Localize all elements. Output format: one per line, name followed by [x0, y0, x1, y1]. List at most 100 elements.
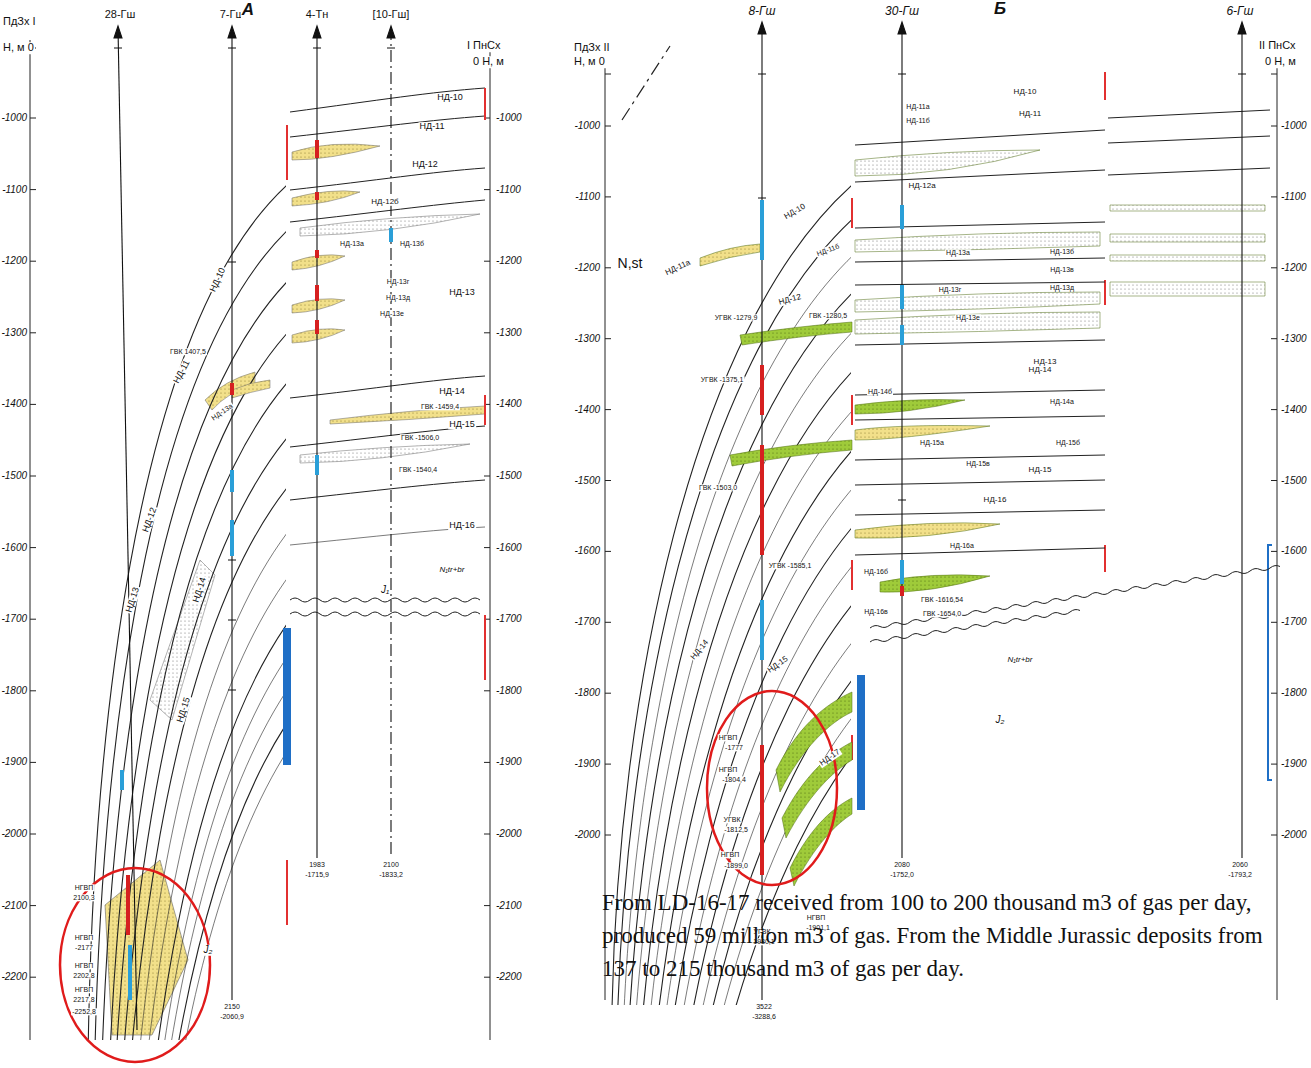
map-label: УГВК -1279,9: [714, 314, 759, 321]
map-label: 0 Н, м: [1264, 56, 1297, 68]
map-label: -1833,2: [378, 871, 404, 878]
map-label: Б: [993, 0, 1007, 18]
depth-label: -1200: [0, 256, 28, 267]
map-label: 2100,3: [72, 894, 95, 901]
depth-label: -2100: [0, 900, 28, 911]
depth-label: -2000: [495, 829, 523, 840]
depth-label: -1300: [0, 328, 28, 339]
map-label: НД-13б: [399, 240, 425, 247]
map-label: НД-13е: [379, 310, 405, 317]
map-label: -1777: [724, 744, 744, 751]
map-label: ГВК -1280,5: [808, 312, 848, 319]
map-label: -1715,9: [304, 871, 330, 878]
map-label: 2060: [1231, 861, 1249, 868]
depth-label: -1300: [573, 333, 601, 344]
map-label: НГВП: [74, 934, 95, 941]
depth-label: -1800: [495, 686, 523, 697]
map-label: НД-12: [411, 160, 439, 169]
depth-label: -1600: [495, 542, 523, 553]
map-label: НГВП: [718, 734, 739, 741]
depth-label: -1500: [573, 475, 601, 486]
map-label: -1899,0: [723, 862, 749, 869]
depth-label: -1700: [573, 617, 601, 628]
map-label: НД-13д: [385, 294, 411, 301]
depth-label: -1400: [1280, 404, 1308, 415]
map-label: -1804,4: [721, 776, 747, 783]
map-label: ПдЗх II: [573, 42, 611, 54]
depth-label: -2200: [495, 972, 523, 983]
depth-label: -1500: [495, 471, 523, 482]
depth-label: -1100: [574, 192, 601, 203]
map-label: 30-Гш: [884, 5, 920, 18]
map-label: НД-15: [1028, 466, 1053, 474]
map-label: N,st: [617, 256, 644, 271]
depth-label: -2200: [0, 972, 28, 983]
map-label: НД-13: [448, 288, 476, 297]
depth-label: -1900: [495, 757, 523, 768]
map-label: НД-13а: [945, 249, 971, 256]
map-label: НД-10: [436, 93, 464, 102]
map-label: N₁tr+br: [1007, 656, 1034, 664]
depth-label: -1200: [573, 263, 601, 274]
map-label: НД-15: [448, 420, 476, 429]
depth-label: -1300: [495, 328, 523, 339]
map-label: 4-Тн: [305, 9, 330, 21]
map-label: -1812,5: [723, 826, 749, 833]
map-label: ПдЗх I: [2, 16, 37, 28]
depth-label: -1700: [0, 614, 28, 625]
map-label: НД-11б: [905, 117, 930, 124]
map-label: ГВК -1540,4: [398, 466, 438, 473]
map-label: J₂: [203, 945, 214, 956]
map-label: НД-10: [1013, 88, 1038, 96]
map-label: ГВК -1503,0: [698, 484, 738, 491]
map-label: НД-12б: [370, 198, 399, 206]
depth-label: -1600: [573, 546, 601, 557]
map-label: J₁: [380, 585, 390, 596]
depth-label: -2000: [573, 830, 601, 841]
map-label: НД-16: [983, 496, 1008, 504]
depth-label: -1000: [495, 113, 523, 124]
map-label: НД-11а: [663, 258, 692, 278]
depth-label: -1200: [495, 256, 523, 267]
caption-text: From LD-16-17 received from 100 to 200 t…: [602, 886, 1302, 985]
map-label: НД-13б: [1049, 248, 1075, 255]
depth-label: -1300: [1280, 333, 1308, 344]
map-label: НД-12: [777, 293, 803, 308]
map-label: 2202,8: [72, 972, 95, 979]
map-label: НД-16: [448, 521, 476, 530]
map-label: 8-Гш: [747, 5, 776, 18]
map-label: НД-13е: [955, 314, 981, 321]
map-label: -1752,0: [889, 871, 915, 878]
map-label: НД-14: [438, 387, 466, 396]
depth-label: -1900: [0, 757, 28, 768]
depth-label: -1700: [495, 614, 523, 625]
depth-label: -1800: [573, 688, 601, 699]
map-label: 2100: [382, 861, 400, 868]
map-label: НГВП: [74, 962, 95, 969]
map-label: НД-15в: [965, 460, 991, 467]
map-label: 2217,8: [72, 996, 95, 1003]
map-label: НД-11а: [905, 103, 930, 110]
map-label: ГВК -1506,0: [400, 434, 440, 441]
depth-label: -2000: [1280, 830, 1308, 841]
depth-label: -1200: [1280, 263, 1308, 274]
map-label: А: [241, 1, 255, 19]
map-label: II ПнСх: [1258, 40, 1297, 52]
depth-label: -1100: [495, 184, 522, 195]
depth-label: -1000: [0, 113, 28, 124]
depth-label: -1900: [1280, 759, 1308, 770]
map-label: Н, м 0: [573, 56, 606, 68]
map-label: -2252,8: [71, 1008, 97, 1015]
map-label: N₁tr+br: [439, 566, 466, 574]
depth-label: -1100: [1, 184, 28, 195]
map-label: 0 Н, м: [472, 56, 505, 68]
map-label: НД-15б: [1055, 439, 1081, 446]
map-label: 2150: [223, 1003, 241, 1010]
map-label: НД-11: [172, 358, 193, 386]
map-label: УГВК: [723, 816, 742, 823]
map-label: НД-15а: [919, 439, 945, 446]
map-label: НД-16б: [863, 568, 889, 575]
depth-label: -1600: [1280, 546, 1308, 557]
map-label: НД-13а: [339, 240, 365, 247]
depth-label: -1800: [0, 686, 28, 697]
